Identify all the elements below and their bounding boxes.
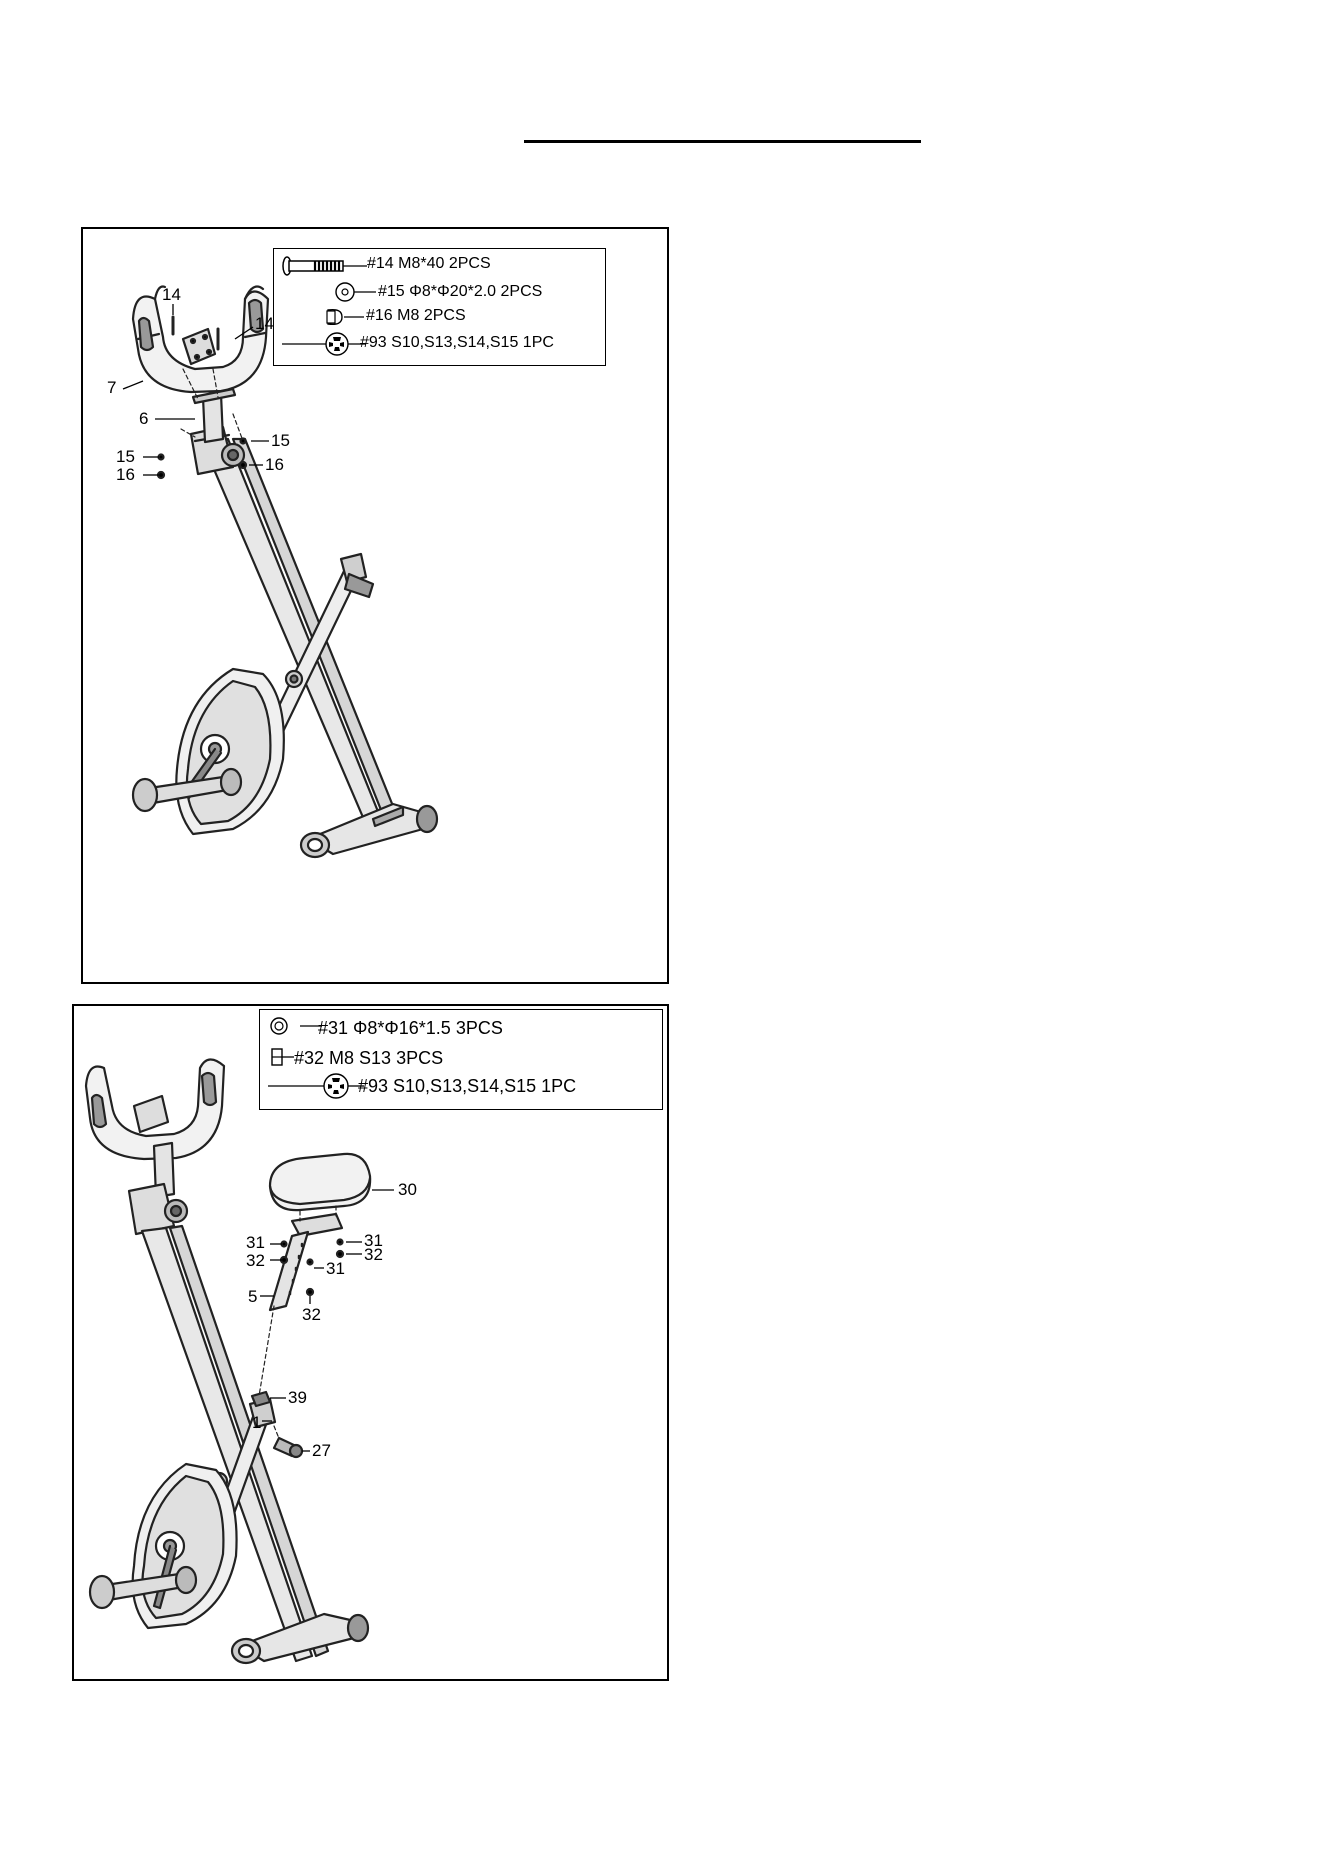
callout-7: 7 <box>107 379 116 397</box>
callout-15-right: 15 <box>271 432 290 450</box>
title-underline <box>524 140 921 143</box>
callout-15-left: 15 <box>116 448 135 466</box>
legend-item-93: #93 S10,S13,S14,S15 1PC <box>360 334 554 352</box>
legend-item-93: #93 S10,S13,S14,S15 1PC <box>358 1076 576 1097</box>
callout-32-bottom: 32 <box>302 1306 321 1324</box>
callout-32-left: 32 <box>246 1252 265 1270</box>
callout-31-center: 31 <box>326 1260 345 1278</box>
callout-31-left: 31 <box>246 1234 265 1252</box>
wrench-icon <box>282 331 372 357</box>
legend-item-15: #15 Φ8*Φ20*2.0 2PCS <box>378 283 542 301</box>
legend-item-14: #14 M8*40 2PCS <box>367 255 491 273</box>
wrench-icon <box>268 1072 368 1100</box>
callout-6: 6 <box>139 410 148 428</box>
carriage-bolt-icon <box>279 255 369 277</box>
page-title <box>524 112 921 138</box>
callout-16-left: 16 <box>116 466 135 484</box>
callout-14-left: 14 <box>162 286 181 304</box>
legend-item-32: #32 M8 S13 3PCS <box>294 1048 443 1069</box>
legend-item-31: #31 Φ8*Φ16*1.5 3PCS <box>318 1018 503 1039</box>
assembly-step-2-panel: 30 31 31 32 32 31 5 32 39 1 27 #31 Φ8*Φ1… <box>72 1004 669 1681</box>
washer-icon <box>334 281 378 303</box>
parts-legend-step-1: #14 M8*40 2PCS #15 Φ8*Φ20*2.0 2PCS #16 M… <box>273 248 606 366</box>
callout-16-right: 16 <box>265 456 284 474</box>
callout-27: 27 <box>312 1442 331 1460</box>
legend-item-16: #16 M8 2PCS <box>366 307 466 325</box>
callout-32-right: 32 <box>364 1246 383 1264</box>
callout-1: 1 <box>252 1414 261 1432</box>
callout-5: 5 <box>248 1288 257 1306</box>
callout-39: 39 <box>288 1389 307 1407</box>
parts-legend-step-2: #31 Φ8*Φ16*1.5 3PCS #32 M8 S13 3PCS #93 … <box>259 1009 663 1110</box>
assembly-step-1-panel: 14 14 7 6 15 15 16 16 #14 M8*40 2PCS #15… <box>81 227 669 984</box>
callout-14-right: 14 <box>255 315 274 333</box>
callout-30: 30 <box>398 1181 417 1199</box>
